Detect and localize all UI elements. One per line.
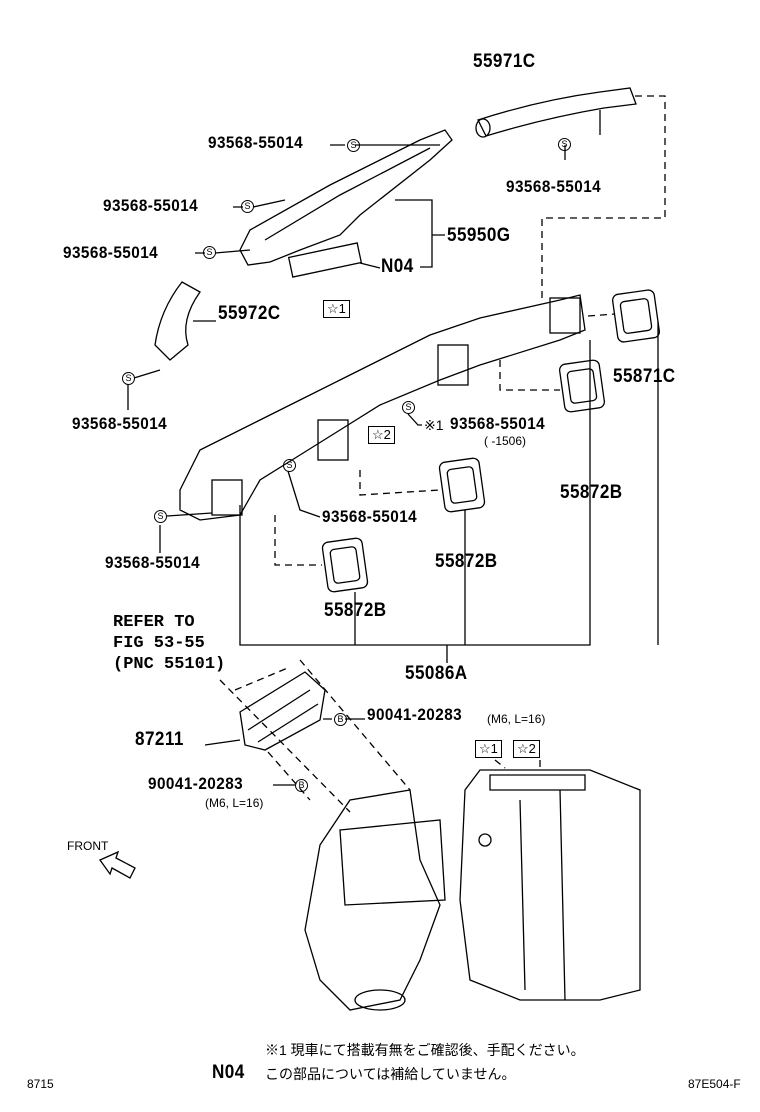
- label-screw: 93568-55014: [72, 414, 168, 433]
- screw-mark-icon: S: [283, 459, 296, 472]
- screw-mark-icon: S: [203, 246, 216, 259]
- duct-55950g-drawing: [239, 129, 453, 278]
- screw-mark-icon: S: [402, 401, 415, 414]
- screw-mark-icon: S: [122, 372, 135, 385]
- label-screw-note1: 93568-55014: [450, 414, 546, 433]
- label-screw: 93568-55014: [208, 133, 304, 152]
- label-55972c: 55972C: [218, 303, 281, 324]
- front-label: FRONT: [67, 839, 109, 853]
- register-gaskets: [321, 289, 661, 593]
- label-55086a: 55086A: [405, 663, 468, 684]
- bolt-mark-icon: B: [334, 713, 347, 726]
- footnote-1: ※1 現車にて搭載有無をご確認後、手配ください。: [265, 1042, 585, 1058]
- screw-mark-icon: S: [558, 138, 571, 151]
- label-55872b: 55872B: [324, 600, 387, 621]
- screw-mark-icon: S: [154, 510, 167, 523]
- refer-note: REFER TO FIG 53-55 (PNC 55101): [113, 612, 225, 675]
- refer-line-1: REFER TO: [113, 613, 195, 632]
- duct-55972c-drawing: [154, 281, 201, 361]
- duct-55971c-drawing: [475, 87, 637, 138]
- bolt-mark-icon: B: [295, 779, 308, 792]
- refer-line-2: FIG 53-55: [113, 634, 205, 653]
- label-screw: 93568-55014: [105, 553, 201, 572]
- label-screw: 93568-55014: [506, 177, 602, 196]
- label-55950g: 55950G: [447, 225, 511, 246]
- label-55872b: 55872B: [560, 482, 623, 503]
- label-screw: 93568-55014: [322, 507, 418, 526]
- label-n04: N04: [381, 256, 414, 277]
- duct-55086a-drawing: [179, 294, 586, 521]
- screw-mark-icon: S: [241, 200, 254, 213]
- front-arrow-icon: [99, 850, 136, 879]
- footnote-n04-code: N04: [212, 1062, 245, 1083]
- part-87211-drawing: [239, 671, 326, 751]
- heater-unit-drawing: [304, 769, 641, 1011]
- leader-lines: [127, 110, 659, 786]
- figure-code: 87E504-F: [688, 1077, 741, 1091]
- page-code: 8715: [27, 1077, 54, 1091]
- footnote-n04-text: この部品については補給していません。: [265, 1066, 516, 1082]
- label-55971c: 55971C: [473, 51, 536, 72]
- star1-marker: ☆1: [475, 740, 502, 758]
- label-bolt: 90041-20283: [367, 705, 463, 724]
- label-87211: 87211: [135, 729, 184, 750]
- label-range: ( -1506): [484, 434, 527, 448]
- label-55872b: 55872B: [435, 551, 498, 572]
- star1-marker: ☆1: [323, 300, 350, 318]
- label-bolt-spec: (M6, L=16): [487, 712, 546, 726]
- note1-mark: ※1: [424, 417, 444, 433]
- label-screw: 93568-55014: [63, 243, 159, 262]
- refer-line-3: (PNC 55101): [113, 655, 226, 674]
- dashed-lines: [219, 95, 666, 813]
- label-screw: 93568-55014: [103, 196, 199, 215]
- screw-mark-icon: S: [347, 139, 360, 152]
- label-bolt-spec: (M6, L=16): [205, 796, 264, 810]
- label-bolt: 90041-20283: [148, 774, 244, 793]
- star2-marker: ☆2: [513, 740, 540, 758]
- label-55871c: 55871C: [613, 366, 676, 387]
- star2-marker: ☆2: [368, 426, 395, 444]
